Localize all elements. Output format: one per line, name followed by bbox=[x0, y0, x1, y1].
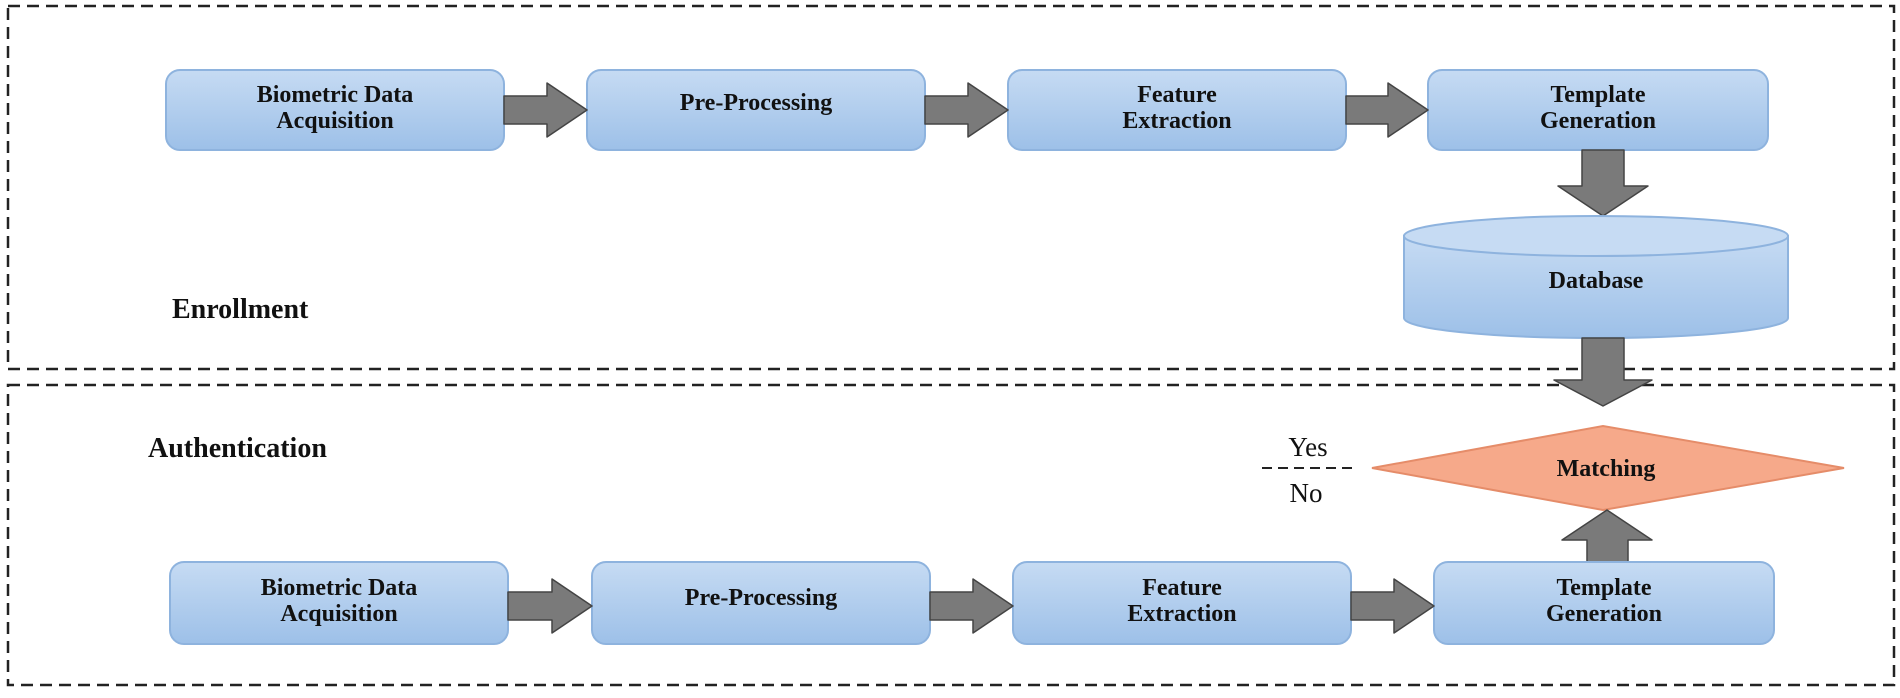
decision-yes-label: Yes bbox=[1288, 432, 1327, 462]
svg-text:Acquisition: Acquisition bbox=[280, 601, 397, 627]
authentication-step-template-generation: Template Generation bbox=[1433, 561, 1775, 645]
authentication-step-feature-extraction: Feature Extraction bbox=[1012, 561, 1352, 645]
enrollment-step-template-generation: Template Generation bbox=[1427, 69, 1769, 151]
authentication-arrow-2 bbox=[929, 578, 1014, 634]
authentication-arrow-3 bbox=[1350, 578, 1435, 634]
svg-text:Feature: Feature bbox=[1142, 575, 1222, 601]
svg-text:Biometric Data: Biometric Data bbox=[257, 82, 414, 108]
authentication-section-frame bbox=[6, 383, 1896, 687]
matching-decision: Matching bbox=[1371, 424, 1845, 512]
authentication-section-label: Authentication bbox=[148, 433, 327, 464]
svg-text:Template: Template bbox=[1556, 575, 1651, 601]
enrollment-step-preprocessing: Pre-Processing bbox=[586, 69, 926, 151]
enrollment-section-label: Enrollment bbox=[172, 294, 309, 325]
svg-text:Generation: Generation bbox=[1540, 108, 1656, 134]
enrollment-section-frame bbox=[6, 4, 1896, 371]
svg-text:Feature: Feature bbox=[1137, 82, 1217, 108]
svg-text:Extraction: Extraction bbox=[1127, 601, 1236, 627]
authentication-step-acquisition: Biometric Data Acquisition bbox=[169, 561, 509, 645]
svg-text:Template: Template bbox=[1550, 82, 1645, 108]
svg-text:Biometric Data: Biometric Data bbox=[261, 575, 418, 601]
svg-text:Generation: Generation bbox=[1546, 601, 1662, 627]
authentication-step-preprocessing: Pre-Processing bbox=[591, 561, 931, 645]
decision-no-label: No bbox=[1290, 478, 1323, 508]
svg-text:Acquisition: Acquisition bbox=[276, 108, 393, 134]
enrollment-arrow-3 bbox=[1345, 82, 1429, 138]
authentication-arrow-1 bbox=[507, 578, 593, 634]
template-arrow-to-matching bbox=[1561, 509, 1653, 563]
enrollment-arrow-1 bbox=[503, 82, 588, 138]
svg-text:Matching: Matching bbox=[1557, 456, 1656, 482]
enrollment-step-feature-extraction: Feature Extraction bbox=[1007, 69, 1347, 151]
svg-text:Pre-Processing: Pre-Processing bbox=[680, 90, 832, 116]
svg-text:Extraction: Extraction bbox=[1122, 108, 1231, 134]
enrollment-step-acquisition: Biometric Data Acquisition bbox=[165, 69, 505, 151]
enrollment-arrow-to-database bbox=[1557, 149, 1649, 217]
database-cylinder: Database bbox=[1403, 215, 1789, 339]
svg-text:Database: Database bbox=[1549, 268, 1644, 294]
database-arrow-to-matching bbox=[1553, 337, 1653, 407]
svg-text:Pre-Processing: Pre-Processing bbox=[685, 585, 837, 611]
enrollment-arrow-2 bbox=[924, 82, 1009, 138]
